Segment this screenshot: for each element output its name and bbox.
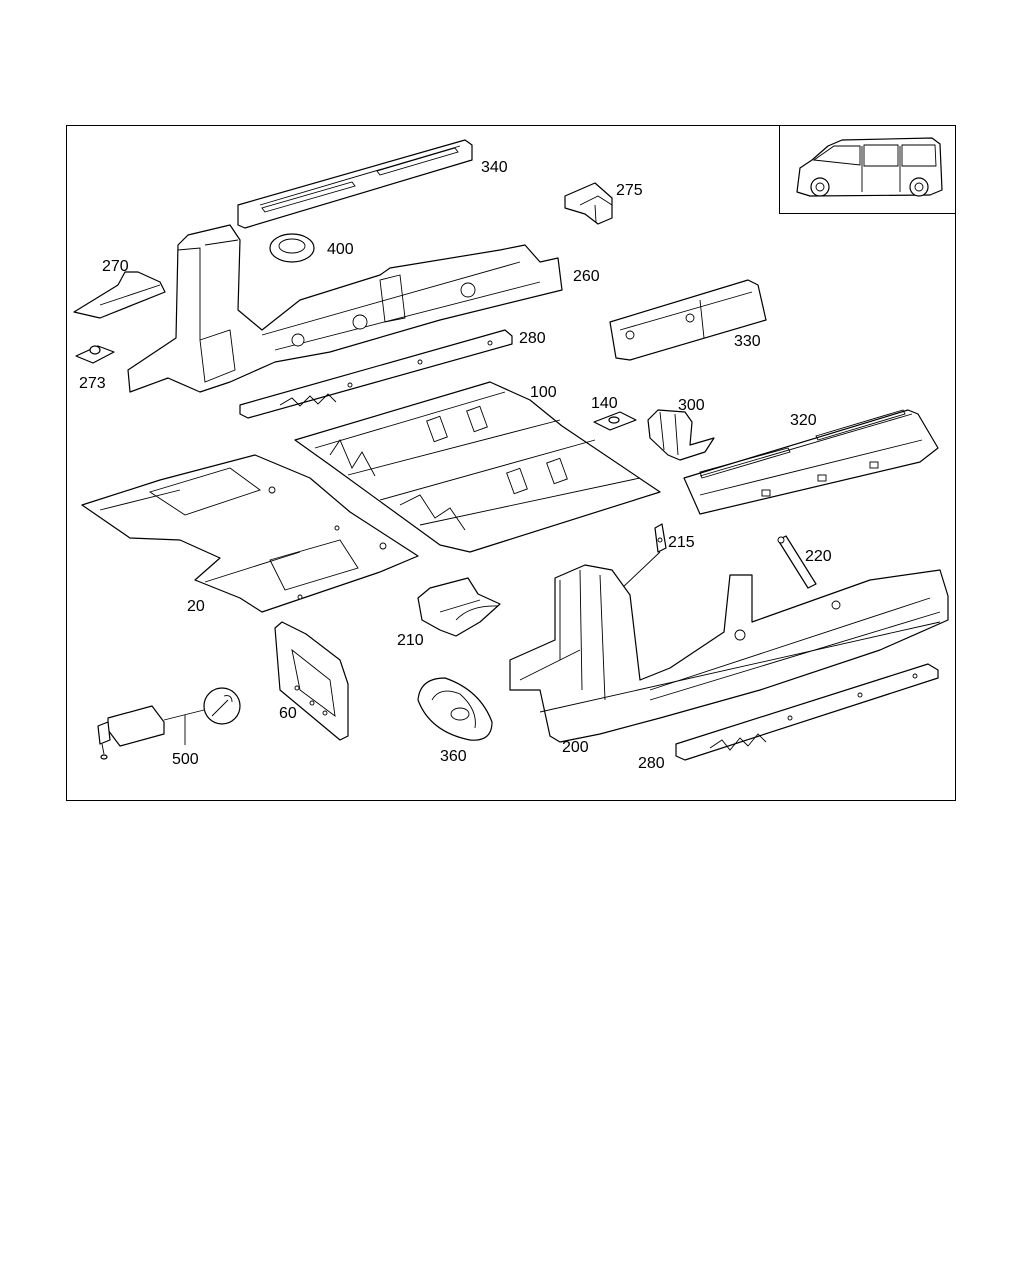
van-icon [796,137,943,197]
label-200: 200 [562,739,589,756]
part-220[interactable] [777,535,817,589]
sealant-tube-icon [97,705,165,760]
label-280-lower: 280 [638,755,665,772]
part-320[interactable] [683,409,939,515]
label-210: 210 [397,632,424,649]
part-400[interactable] [269,233,315,263]
label-220: 220 [805,548,832,565]
part-360[interactable] [417,677,493,741]
part-200[interactable] [509,564,949,743]
label-330: 330 [734,333,761,350]
label-340: 340 [481,159,508,176]
wrench-icon [203,687,241,725]
label-60: 60 [279,705,297,722]
label-270: 270 [102,258,129,275]
label-280-upper: 280 [519,330,546,347]
leader-500a [163,709,205,721]
label-400: 400 [327,241,354,258]
label-215: 215 [668,534,695,551]
part-270[interactable] [73,271,166,319]
label-300: 300 [678,397,705,414]
part-300[interactable] [647,409,715,461]
part-273[interactable] [75,345,115,364]
label-320: 320 [790,412,817,429]
part-280-lower[interactable] [675,663,939,761]
label-275: 275 [616,182,643,199]
vehicle-inset-box [779,125,956,214]
part-140[interactable] [593,411,637,431]
part-275[interactable] [564,182,613,225]
part-60[interactable] [274,621,349,741]
label-260: 260 [573,268,600,285]
part-215[interactable] [619,523,667,591]
part-20[interactable] [81,454,419,613]
part-340[interactable] [237,139,473,229]
part-280-upper[interactable] [239,329,513,419]
label-500: 500 [172,751,199,768]
label-100: 100 [530,384,557,401]
part-330[interactable] [609,279,767,361]
label-273: 273 [79,375,106,392]
diagram-frame [66,125,956,801]
part-100[interactable] [294,381,661,553]
label-20: 20 [187,598,205,615]
label-140: 140 [591,395,618,412]
part-210[interactable] [417,577,501,637]
label-360: 360 [440,748,467,765]
part-260[interactable] [127,224,563,393]
